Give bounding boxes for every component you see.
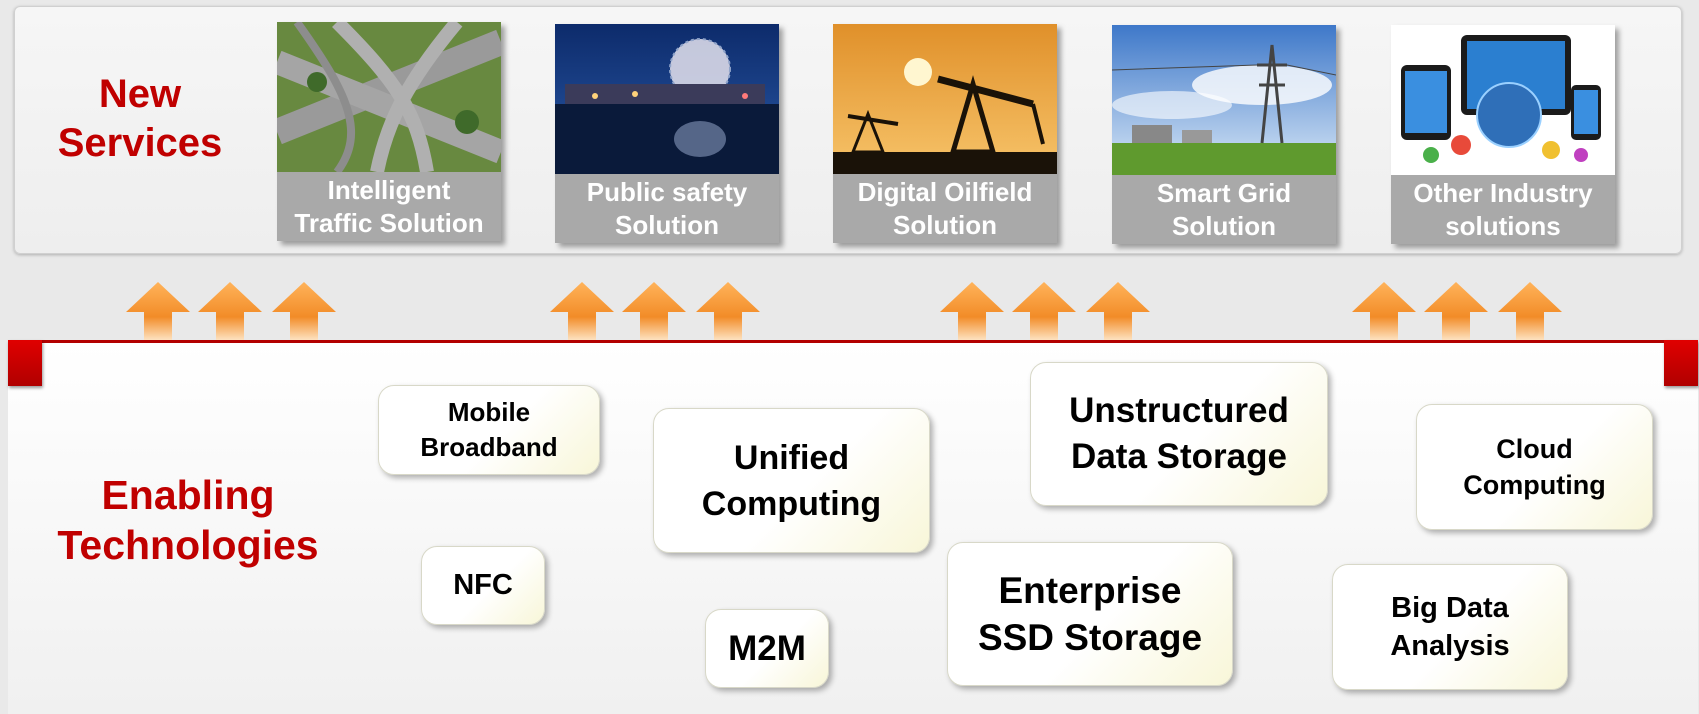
service-card-public-safety: Public safety Solution: [555, 24, 779, 243]
service-label: Intelligent Traffic Solution: [277, 172, 501, 241]
tech-big-data-analysis: Big Data Analysis: [1332, 564, 1568, 690]
service-label: Smart Grid Solution: [1112, 175, 1336, 244]
service-card-oilfield: Digital Oilfield Solution: [833, 24, 1057, 243]
tech-unstructured-data-storage: Unstructured Data Storage: [1030, 362, 1328, 506]
up-arrow-icon: [696, 282, 760, 340]
service-card-other-industry: Other Industry solutions: [1391, 25, 1615, 244]
tech-mobile-broadband: Mobile Broadband: [378, 385, 600, 475]
corner-marker: [8, 340, 42, 386]
devices-globe-image: [1391, 25, 1615, 175]
up-arrow-icon: [126, 282, 190, 340]
up-arrow-icon: [940, 282, 1004, 340]
service-card-traffic: Intelligent Traffic Solution: [277, 22, 501, 241]
up-arrow-icon: [272, 282, 336, 340]
enabling-technologies-title: Enabling Technologies: [57, 472, 319, 569]
service-label: Digital Oilfield Solution: [833, 174, 1057, 243]
tech-unified-computing: Unified Computing: [653, 408, 930, 553]
service-label: Public safety Solution: [555, 174, 779, 243]
service-label: Other Industry solutions: [1391, 175, 1615, 244]
power-pylon-image: [1112, 25, 1336, 175]
up-arrow-icon: [550, 282, 614, 340]
up-arrow-icon: [198, 282, 262, 340]
tech-m2m: M2M: [705, 609, 829, 688]
up-arrow-icon: [1498, 282, 1562, 340]
up-arrow-icon: [1424, 282, 1488, 340]
city-night-dome-image: [555, 24, 779, 174]
up-arrow-icon: [1352, 282, 1416, 340]
highway-interchange-image: [277, 22, 501, 172]
tech-nfc: NFC: [421, 546, 545, 625]
up-arrow-icon: [622, 282, 686, 340]
tech-cloud-computing: Cloud Computing: [1416, 404, 1653, 530]
up-arrow-icon: [1012, 282, 1076, 340]
corner-marker: [1664, 340, 1698, 386]
oil-pumpjack-image: [833, 24, 1057, 174]
tech-enterprise-ssd-storage: Enterprise SSD Storage: [947, 542, 1233, 686]
service-card-smart-grid: Smart Grid Solution: [1112, 25, 1336, 244]
up-arrow-icon: [1086, 282, 1150, 340]
new-services-title: New Services: [57, 72, 223, 165]
